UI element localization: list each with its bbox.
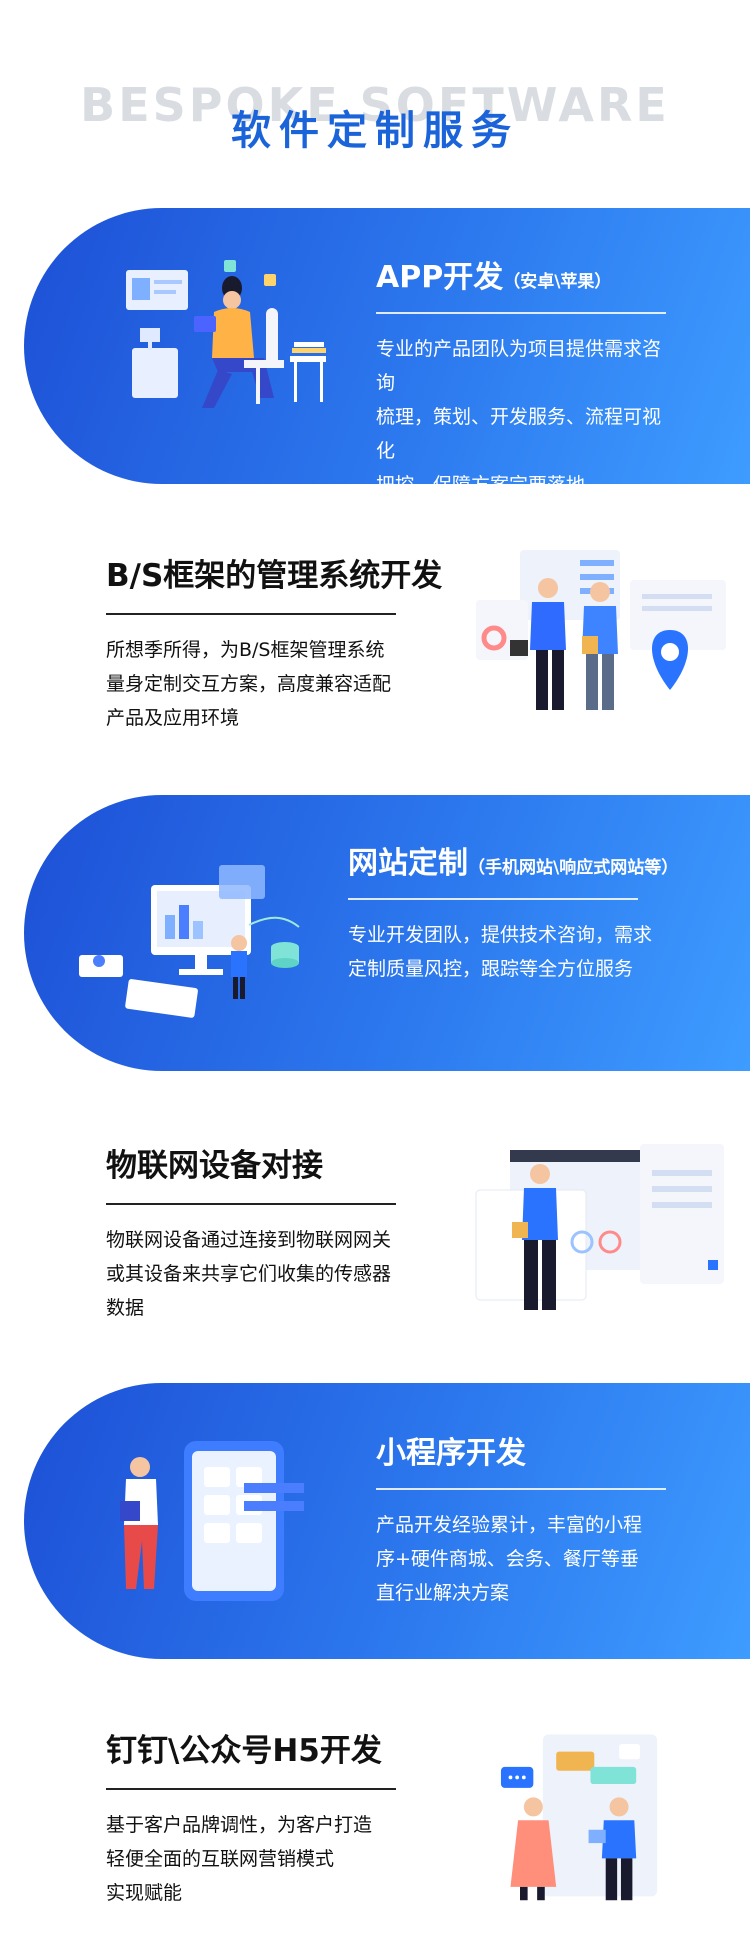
service-card-h5: 钉钉\公众号H5开发 基于客户品牌调性，为客户打造 轻便全面的互联网营销模式 实… — [0, 1695, 750, 1940]
page-title: 软件定制服务 — [231, 108, 519, 154]
miniprogram-card-content: 小程序开发 产品开发经验累计，丰富的小程 序+硬件商城、会务、餐厅等垂 直行业解… — [376, 1428, 676, 1610]
section-title: 钉钉\公众号H5开发 — [106, 1733, 382, 1769]
section-title: 物联网设备对接 — [106, 1148, 323, 1184]
h5-card-content: 钉钉\公众号H5开发 基于客户品牌调性，为客户打造 轻便全面的互联网营销模式 实… — [106, 1725, 406, 1910]
website-card-content: 网站定制（手机网站\响应式网站等） 专业开发团队，提供技术咨询，需求 定制质量风… — [348, 838, 728, 986]
service-card-miniprogram — [24, 1383, 750, 1659]
service-card-iot: 物联网设备对接 物联网设备通过连接到物联网网关 或其设备来共享它们收集的传感器 … — [0, 1110, 750, 1390]
iot-card-content: 物联网设备对接 物联网设备通过连接到物联网网关 或其设备来共享它们收集的传感器 … — [106, 1140, 406, 1325]
h5-illustration-icon — [500, 1734, 658, 1901]
section-title: 网站定制（手机网站\响应式网站等） — [348, 838, 728, 882]
section-title: APP开发（安卓\苹果） — [376, 252, 676, 296]
section-description: 物联网设备通过连接到物联网网关 或其设备来共享它们收集的传感器 数据 — [106, 1229, 392, 1319]
app-dev-illustration-icon — [126, 260, 326, 408]
page-header: BESPOKE SOFTWARE 软件定制服务 — [0, 60, 750, 160]
title-divider — [106, 613, 396, 615]
section-description: 专业开发团队，提供技术咨询，需求 定制质量风控，跟踪等全方位服务 — [348, 924, 653, 980]
section-title-main: 网站定制 — [348, 846, 468, 881]
bs-system-illustration-icon — [476, 550, 726, 710]
title-divider — [106, 1788, 396, 1790]
iot-illustration-icon — [475, 1144, 724, 1310]
title-divider — [376, 1488, 666, 1490]
section-title-main: APP开发 — [376, 260, 504, 295]
section-description: 基于客户品牌调性，为客户打造 轻便全面的互联网营销模式 实现赋能 — [106, 1814, 373, 1904]
section-title: B/S框架的管理系统开发 — [106, 558, 443, 594]
service-card-app — [24, 208, 750, 484]
service-card-bs: B/S框架的管理系统开发 所想季所得，为B/S框架管理系统 量身定制交互方案，高… — [0, 520, 750, 800]
bs-card-content: B/S框架的管理系统开发 所想季所得，为B/S框架管理系统 量身定制交互方案，高… — [106, 550, 443, 735]
section-description: 产品开发经验累计，丰富的小程 序+硬件商城、会务、餐厅等垂 直行业解决方案 — [376, 1514, 643, 1604]
header-watermark: BESPOKE SOFTWARE — [80, 78, 670, 132]
website-illustration-icon — [79, 865, 300, 1018]
service-card-website — [24, 795, 750, 1071]
title-divider — [376, 312, 666, 314]
miniprogram-illustration-icon — [120, 1441, 304, 1601]
section-description: 所想季所得，为B/S框架管理系统 量身定制交互方案，高度兼容适配 产品及应用环境 — [106, 639, 392, 729]
section-title: 小程序开发 — [376, 1436, 526, 1471]
section-subtitle: （安卓\苹果） — [503, 272, 612, 292]
title-divider — [348, 898, 638, 900]
section-subtitle: （手机网站\响应式网站等） — [468, 858, 679, 878]
app-card-content: APP开发（安卓\苹果） 专业的产品团队为项目提供需求咨询 梳理，策划、开发服务… — [376, 252, 676, 502]
section-description: 专业的产品团队为项目提供需求咨询 梳理，策划、开发服务、流程可视化 把控，保障方… — [376, 338, 662, 496]
title-divider — [106, 1203, 396, 1205]
